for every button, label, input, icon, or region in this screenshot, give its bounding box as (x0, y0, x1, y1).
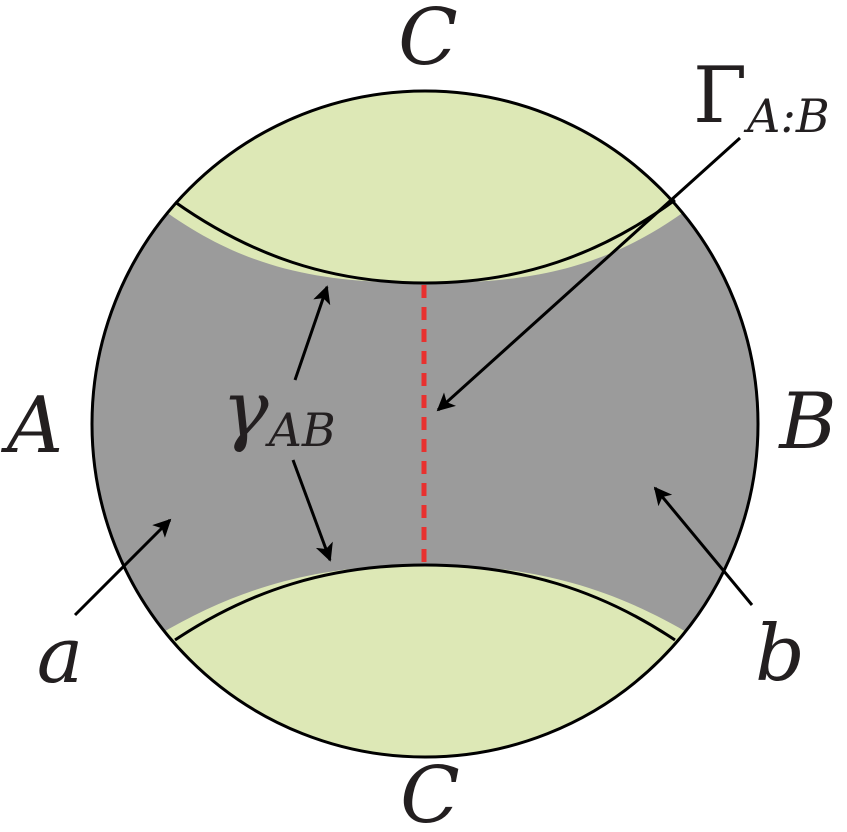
boundary-circle (90, 89, 760, 759)
arrow-a-to-region (73, 518, 172, 617)
geodesic-top (174, 198, 676, 285)
arrow-gamma-to-top (293, 285, 331, 381)
geodesic-bottom (174, 563, 676, 642)
label-bulk-b: b (755, 609, 805, 699)
label-bulk-a: a (37, 611, 84, 701)
label-region-c-top: C (398, 0, 458, 83)
arrow-Gamma-to-cut (436, 136, 742, 412)
label-region-a: A (1, 381, 63, 471)
label-Gamma-a-colon-b: ΓA:B (693, 51, 830, 143)
label-gamma-ab: γAB (222, 365, 336, 457)
arrow-gamma-to-bottom (291, 459, 333, 562)
label-region-b: B (777, 377, 836, 467)
arrow-b-to-region (653, 486, 754, 606)
label-region-c-bottom: C (400, 751, 460, 832)
